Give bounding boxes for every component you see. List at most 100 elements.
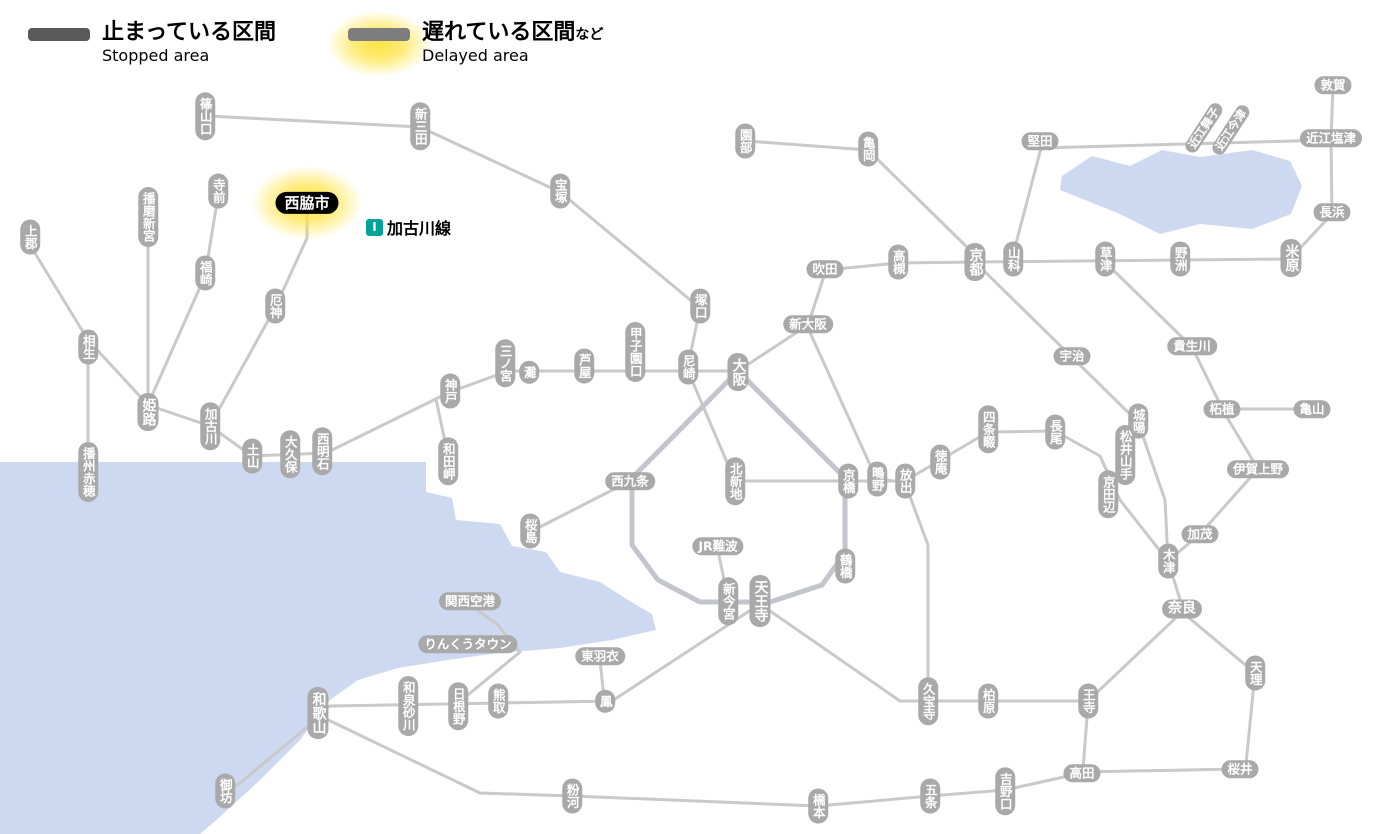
station-label: 長尾 <box>1045 414 1065 450</box>
station-label: 篠山口 <box>195 92 215 140</box>
legend-delayed: 遅れている区間など Delayed area <box>348 20 603 66</box>
station-label: 加茂 <box>1181 525 1219 543</box>
station-label: 園部 <box>735 123 755 159</box>
station-label: 神戸 <box>440 373 460 409</box>
station-label: 熊取 <box>488 683 508 719</box>
station-label: 宇治 <box>1053 347 1091 365</box>
station-label: 三ノ宮 <box>495 339 515 387</box>
delayed-area-label: 遅れている区間 <box>422 20 576 45</box>
station-label: 亀山 <box>1293 400 1331 418</box>
station-label: 厄神 <box>265 288 285 324</box>
station-label: 西明石 <box>312 427 332 475</box>
station-label: 伊賀上野 <box>1226 460 1290 478</box>
station-label: 大阪 <box>727 353 749 391</box>
station-label: 山科 <box>1003 241 1023 277</box>
station-label: 寺前 <box>208 173 228 209</box>
stopped-area-swatch <box>28 28 90 41</box>
station-label: 吹田 <box>806 260 844 278</box>
station-label: 敦賀 <box>1314 76 1352 94</box>
station-label: 高田 <box>1063 764 1101 782</box>
station-label: 灘 <box>519 360 539 384</box>
station-label: 甲子園口 <box>625 322 645 382</box>
station-label: 鴫野 <box>867 461 887 497</box>
station-label: 吉野口 <box>995 767 1015 815</box>
delayed-area-suffix: など <box>575 27 604 43</box>
kakogawa-line-symbol-icon: I <box>366 218 383 236</box>
station-label: 四条畷 <box>978 405 998 453</box>
station-label: 鶴橋 <box>835 548 855 584</box>
station-label: 王寺 <box>1078 683 1098 719</box>
station-label: 東羽衣 <box>575 647 625 665</box>
station-label: 芦屋 <box>574 348 594 384</box>
station-label: 高槻 <box>888 244 908 280</box>
station-label: 木津 <box>1158 543 1178 579</box>
station-label: 柏原 <box>978 683 998 719</box>
station-label: 関西空港 <box>438 592 502 610</box>
station-label: 鳳 <box>595 689 615 713</box>
lake-biwa <box>1060 150 1302 234</box>
station-label: 姫路 <box>137 393 159 431</box>
station-label: 播磨新宮 <box>138 187 158 247</box>
station-label: 相生 <box>78 329 98 365</box>
station-label: りんくうタウン <box>418 635 518 653</box>
station-label: 桜井 <box>1221 760 1259 778</box>
stopped-area-sublabel: Stopped area <box>102 46 210 66</box>
station-label: 松井山手 <box>1115 425 1135 485</box>
delayed-area-sublabel: Delayed area <box>422 46 529 66</box>
station-label: 粉河 <box>562 778 582 814</box>
station-label: 桜島 <box>520 513 540 549</box>
osaka-bay <box>0 462 656 834</box>
stopped-area-label: 止まっている区間 <box>102 20 277 45</box>
station-label: 西九条 <box>605 472 655 490</box>
station-label: 新今宮 <box>718 577 738 625</box>
station-label: 京都 <box>964 243 986 281</box>
station-label: 御坊 <box>215 773 235 809</box>
station-label: 奈良 <box>1162 599 1202 619</box>
station-label: 徳庵 <box>930 444 950 480</box>
kansai-line-west <box>1166 407 1260 563</box>
station-label: 加古川 <box>200 402 220 450</box>
station-label: 尼崎 <box>678 349 698 385</box>
kakogawa-line-symbol-letter: I <box>372 220 377 234</box>
station-label: 北新地 <box>725 457 745 505</box>
station-label: 新三田 <box>410 102 430 150</box>
station-label: 播州赤穂 <box>78 442 98 502</box>
station-label: 新大阪 <box>783 315 833 333</box>
station-label: 上郡 <box>20 219 40 255</box>
station-label: 京田辺 <box>1098 470 1118 518</box>
kakogawa-line-badge: I 加古川線 <box>366 215 451 239</box>
station-label: 橋本 <box>808 788 828 824</box>
takada-sakurai-link <box>1080 767 1240 774</box>
station-label: 塚口 <box>690 288 710 324</box>
station-label: 和歌山 <box>307 687 329 739</box>
station-label: 近江塩津 <box>1299 129 1363 147</box>
station-label: 和泉砂川 <box>398 676 418 736</box>
station-label: 貴生川 <box>1167 337 1217 355</box>
station-label: 福崎 <box>195 255 215 291</box>
station-label: 久宝寺 <box>918 677 938 725</box>
station-label: 土山 <box>242 438 262 474</box>
station-label: JR難波 <box>692 537 744 555</box>
delayed-area-swatch <box>348 28 410 41</box>
legend-stopped: 止まっている区間 Stopped area <box>28 20 276 66</box>
station-label: 五条 <box>920 778 940 814</box>
nara-line <box>973 260 1170 563</box>
station-label: 野洲 <box>1170 241 1190 277</box>
kakogawa-line-name: 加古川線 <box>387 219 452 238</box>
station-label: 宝塚 <box>550 173 570 209</box>
station-label: 大久保 <box>280 430 300 478</box>
station-label: 長浜 <box>1313 203 1351 221</box>
station-label: 天王寺 <box>749 575 771 627</box>
station-label: 柘植 <box>1203 400 1241 418</box>
station-label: 天理 <box>1245 655 1265 691</box>
station-label: 堅田 <box>1021 132 1059 150</box>
station-label: 日根野 <box>448 682 468 730</box>
station-label: 西脇市 <box>275 191 339 215</box>
station-label: 草津 <box>1095 241 1115 277</box>
station-label: 米原 <box>1280 239 1302 277</box>
station-label: 京橋 <box>838 463 858 499</box>
station-label: 亀岡 <box>858 131 878 167</box>
station-label: 和田岬 <box>438 437 458 485</box>
